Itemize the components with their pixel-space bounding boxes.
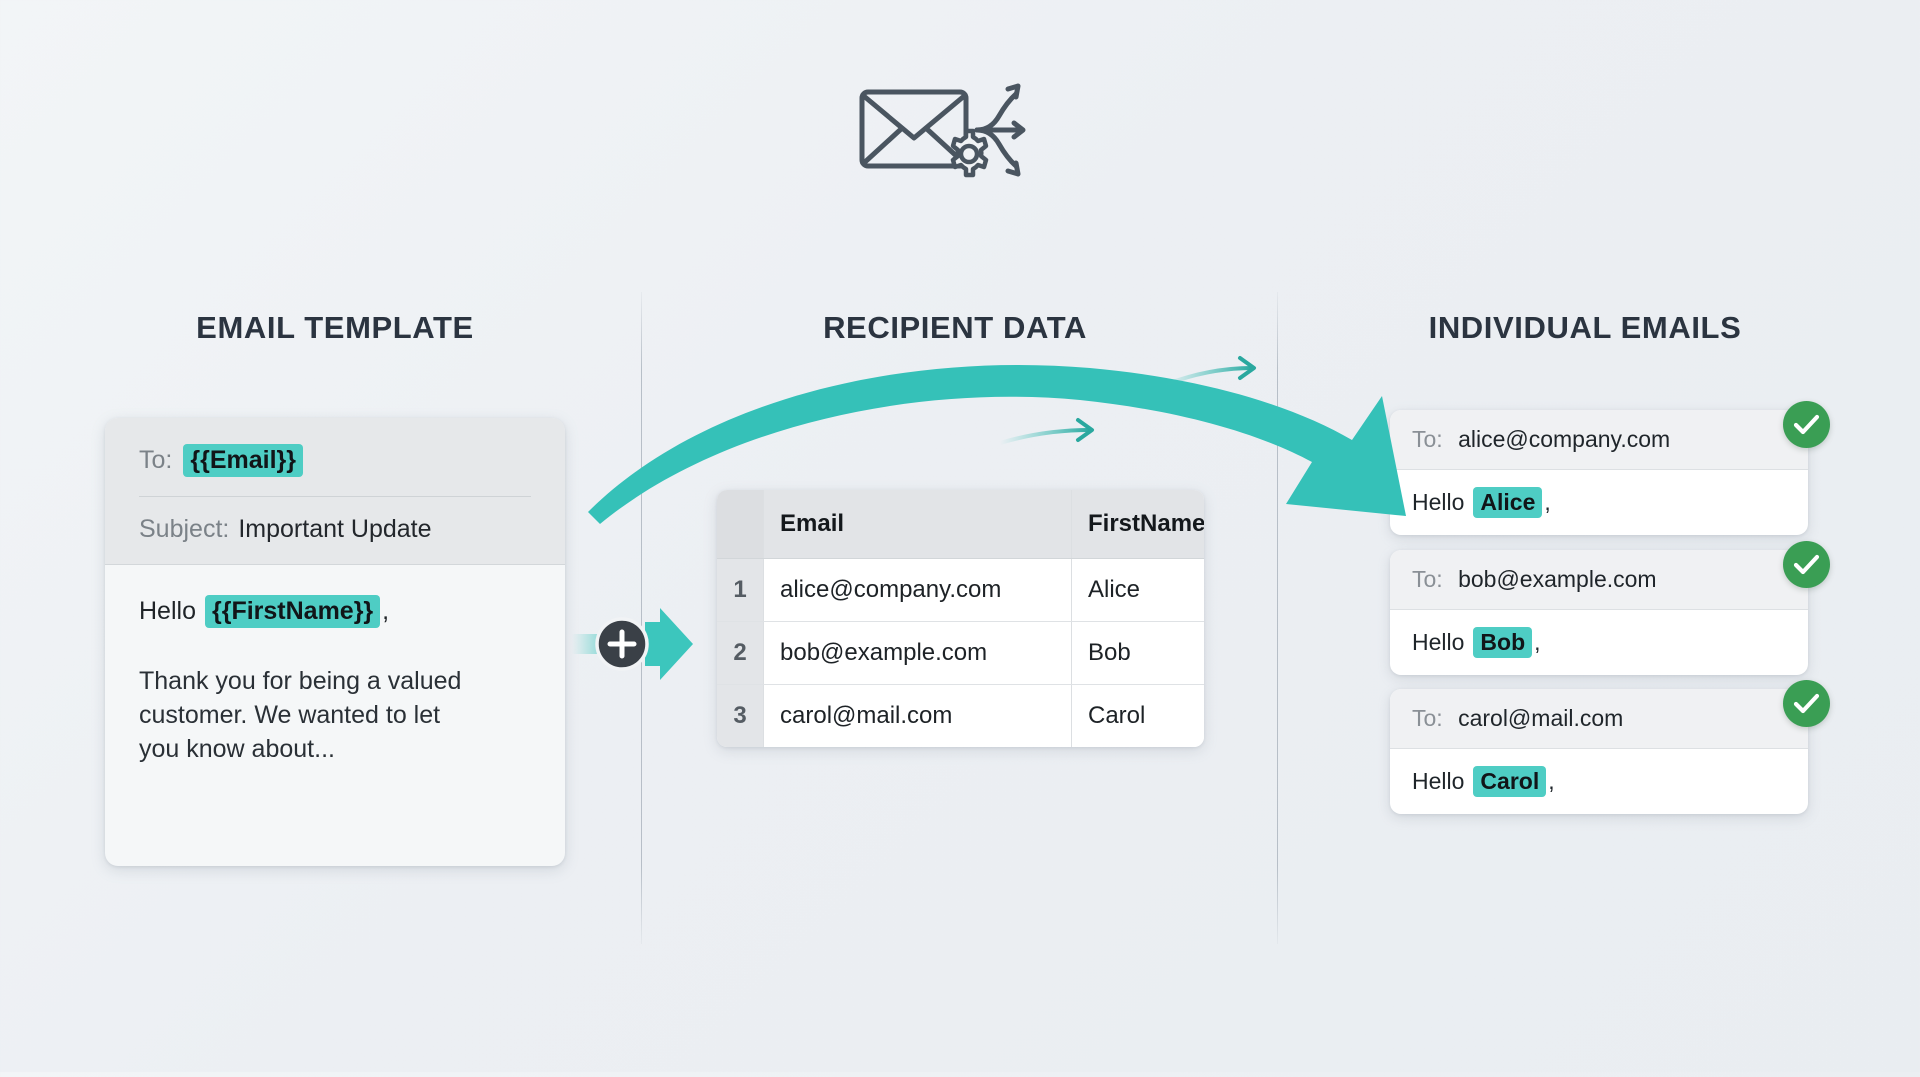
check-circle-icon xyxy=(1783,680,1830,727)
cell-firstname[interactable]: Alice xyxy=(1071,558,1204,622)
table-row[interactable]: 2 bob@example.com Bob xyxy=(717,621,1204,685)
small-arrow-icon xyxy=(998,418,1094,445)
envelope-gear-split-icon xyxy=(856,78,1056,188)
output-merged-name: Bob xyxy=(1473,627,1533,658)
output-merged-name: Alice xyxy=(1473,487,1543,518)
output-card-body: Hello Carol , xyxy=(1390,749,1808,814)
row-number: 1 xyxy=(717,558,764,622)
cell-email[interactable]: bob@example.com xyxy=(763,621,1072,685)
column-divider-left xyxy=(641,292,642,944)
column-heading-individual-emails: INDIVIDUAL EMAILS xyxy=(1428,310,1742,345)
small-arrow-icon xyxy=(1160,356,1256,388)
table-gutter-header xyxy=(717,490,764,559)
column-divider-right xyxy=(1277,292,1278,944)
template-to-row: To: {{Email}} xyxy=(139,444,531,477)
check-circle-icon xyxy=(1783,541,1830,588)
template-firstname-token: {{FirstName}} xyxy=(204,595,381,628)
output-greeting-prefix: Hello xyxy=(1412,629,1465,655)
individual-email-card[interactable]: To: alice@company.com Hello Alice , xyxy=(1390,410,1808,535)
table-row[interactable]: 3 carol@mail.com Carol xyxy=(717,684,1204,747)
output-to-label: To: xyxy=(1412,705,1443,731)
check-circle-icon xyxy=(1783,401,1830,448)
table-header-firstname[interactable]: FirstName xyxy=(1071,490,1204,559)
template-greeting-row: Hello {{FirstName}} , xyxy=(139,595,531,628)
column-heading-recipient-data: RECIPIENT DATA xyxy=(823,310,1087,345)
template-subject-row: Subject: Important Update xyxy=(139,515,531,544)
output-to-label: To: xyxy=(1412,426,1443,452)
individual-email-card[interactable]: To: carol@mail.com Hello Carol , xyxy=(1390,689,1808,814)
output-to-label: To: xyxy=(1412,566,1443,592)
template-to-label: To: xyxy=(139,446,173,474)
output-to-value: bob@example.com xyxy=(1458,566,1657,592)
output-greeting-suffix: , xyxy=(1548,768,1555,794)
template-to-token: {{Email}} xyxy=(183,444,303,477)
table-header-email[interactable]: Email xyxy=(763,490,1072,559)
cell-firstname[interactable]: Bob xyxy=(1071,621,1204,685)
cell-email[interactable]: alice@company.com xyxy=(763,558,1072,622)
template-header-divider xyxy=(139,496,531,497)
output-greeting-suffix: , xyxy=(1544,489,1551,515)
recipient-data-table[interactable]: Email FirstName 1 alice@company.com Alic… xyxy=(717,490,1204,747)
email-template-card[interactable]: To: {{Email}} Subject: Important Update … xyxy=(105,418,565,866)
output-to-value: carol@mail.com xyxy=(1458,705,1624,731)
output-card-body: Hello Alice , xyxy=(1390,470,1808,535)
merge-node[interactable] xyxy=(572,592,712,696)
output-card-header: To: carol@mail.com xyxy=(1390,689,1808,749)
template-card-body: Hello {{FirstName}} , Thank you for bein… xyxy=(105,565,565,766)
cell-email[interactable]: carol@mail.com xyxy=(763,684,1072,747)
column-heading-email-template: EMAIL TEMPLATE xyxy=(196,310,474,345)
individual-email-card[interactable]: To: bob@example.com Hello Bob , xyxy=(1390,550,1808,675)
output-greeting-prefix: Hello xyxy=(1412,489,1465,515)
table-header-row: Email FirstName xyxy=(717,490,1204,559)
arrow-right-icon xyxy=(645,608,693,680)
template-subject-label: Subject: xyxy=(139,515,230,543)
template-card-header: To: {{Email}} Subject: Important Update xyxy=(105,418,565,565)
template-paragraph: Thank you for being a valued customer. W… xyxy=(139,667,462,763)
output-card-header: To: bob@example.com xyxy=(1390,550,1808,610)
output-to-value: alice@company.com xyxy=(1458,426,1671,452)
template-subject-value: Important Update xyxy=(238,515,432,543)
output-greeting-suffix: , xyxy=(1534,629,1541,655)
table-row[interactable]: 1 alice@company.com Alice xyxy=(717,558,1204,622)
output-greeting-prefix: Hello xyxy=(1412,768,1465,794)
row-number: 3 xyxy=(717,684,764,747)
output-card-body: Hello Bob , xyxy=(1390,610,1808,675)
template-greeting-prefix: Hello xyxy=(139,597,196,625)
output-card-header: To: alice@company.com xyxy=(1390,410,1808,470)
cell-firstname[interactable]: Carol xyxy=(1071,684,1204,747)
output-merged-name: Carol xyxy=(1473,766,1547,797)
row-number: 2 xyxy=(717,621,764,685)
template-greeting-suffix: , xyxy=(382,597,390,625)
